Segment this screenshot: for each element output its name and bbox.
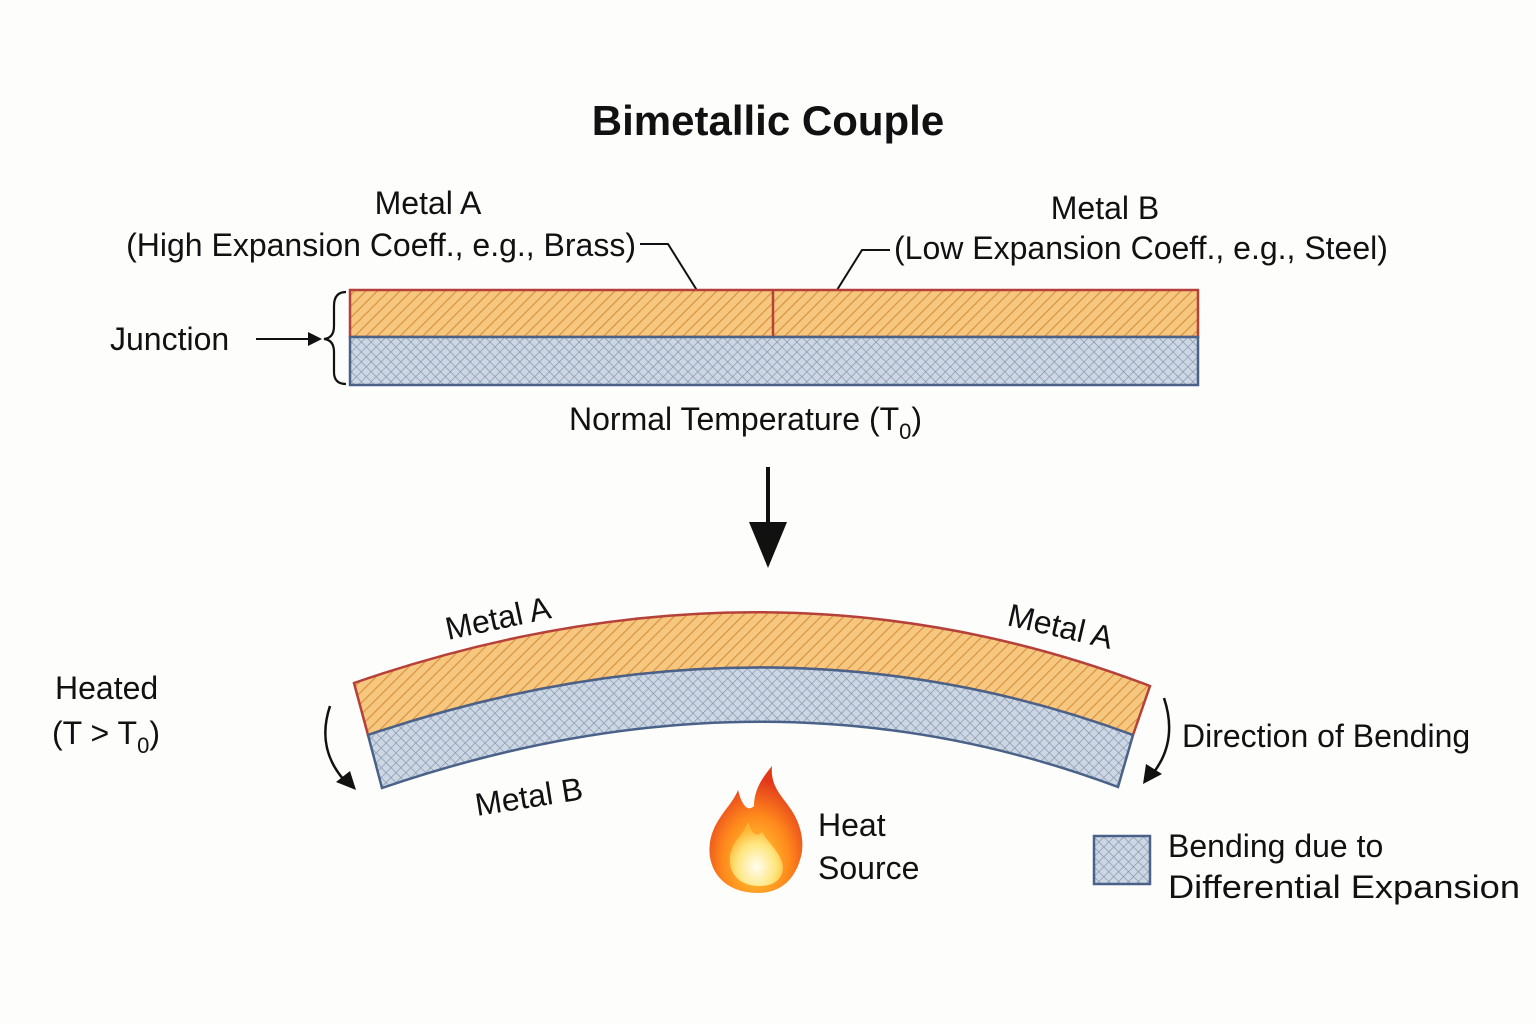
metal-a-name-label: Metal A bbox=[375, 185, 482, 221]
flame-icon bbox=[709, 766, 803, 893]
normal-temperature-label: Normal Temperature (T0) bbox=[569, 401, 922, 444]
heat-source-line2: Source bbox=[818, 850, 919, 886]
junction-label: Junction bbox=[110, 321, 229, 357]
bent-metal-b-label: Metal B bbox=[472, 770, 585, 823]
metal-a-description: (High Expansion Coeff., e.g., Brass) bbox=[126, 227, 636, 263]
right-bending-arrow-icon bbox=[1143, 697, 1171, 784]
heat-source-line1: Heat bbox=[818, 807, 886, 843]
metal-b-name-label: Metal B bbox=[1051, 190, 1159, 226]
legend-line1: Bending due to bbox=[1168, 828, 1383, 864]
bent-metal-b-layer bbox=[366, 666, 1135, 790]
metal-b-description: (Low Expansion Coeff., e.g., Steel) bbox=[894, 230, 1388, 266]
heated-label: Heated bbox=[55, 670, 158, 706]
heated-condition-label: (T > T0) bbox=[52, 715, 160, 758]
junction-brace bbox=[323, 290, 347, 386]
bent-strip bbox=[352, 611, 1152, 790]
straight-metal-b-layer bbox=[348, 335, 1200, 387]
junction-arrow-head-icon bbox=[308, 332, 322, 346]
legend-swatch bbox=[1092, 834, 1152, 886]
left-bending-arrow-icon bbox=[324, 705, 356, 790]
down-arrow-icon bbox=[749, 467, 787, 568]
straight-strip bbox=[348, 288, 1200, 387]
diagram-title: Bimetallic Couple bbox=[592, 97, 944, 144]
legend-line2: Differential Expansion bbox=[1168, 869, 1520, 905]
direction-of-bending-label: Direction of Bending bbox=[1182, 718, 1470, 754]
metal-a-leader-line bbox=[640, 243, 709, 309]
